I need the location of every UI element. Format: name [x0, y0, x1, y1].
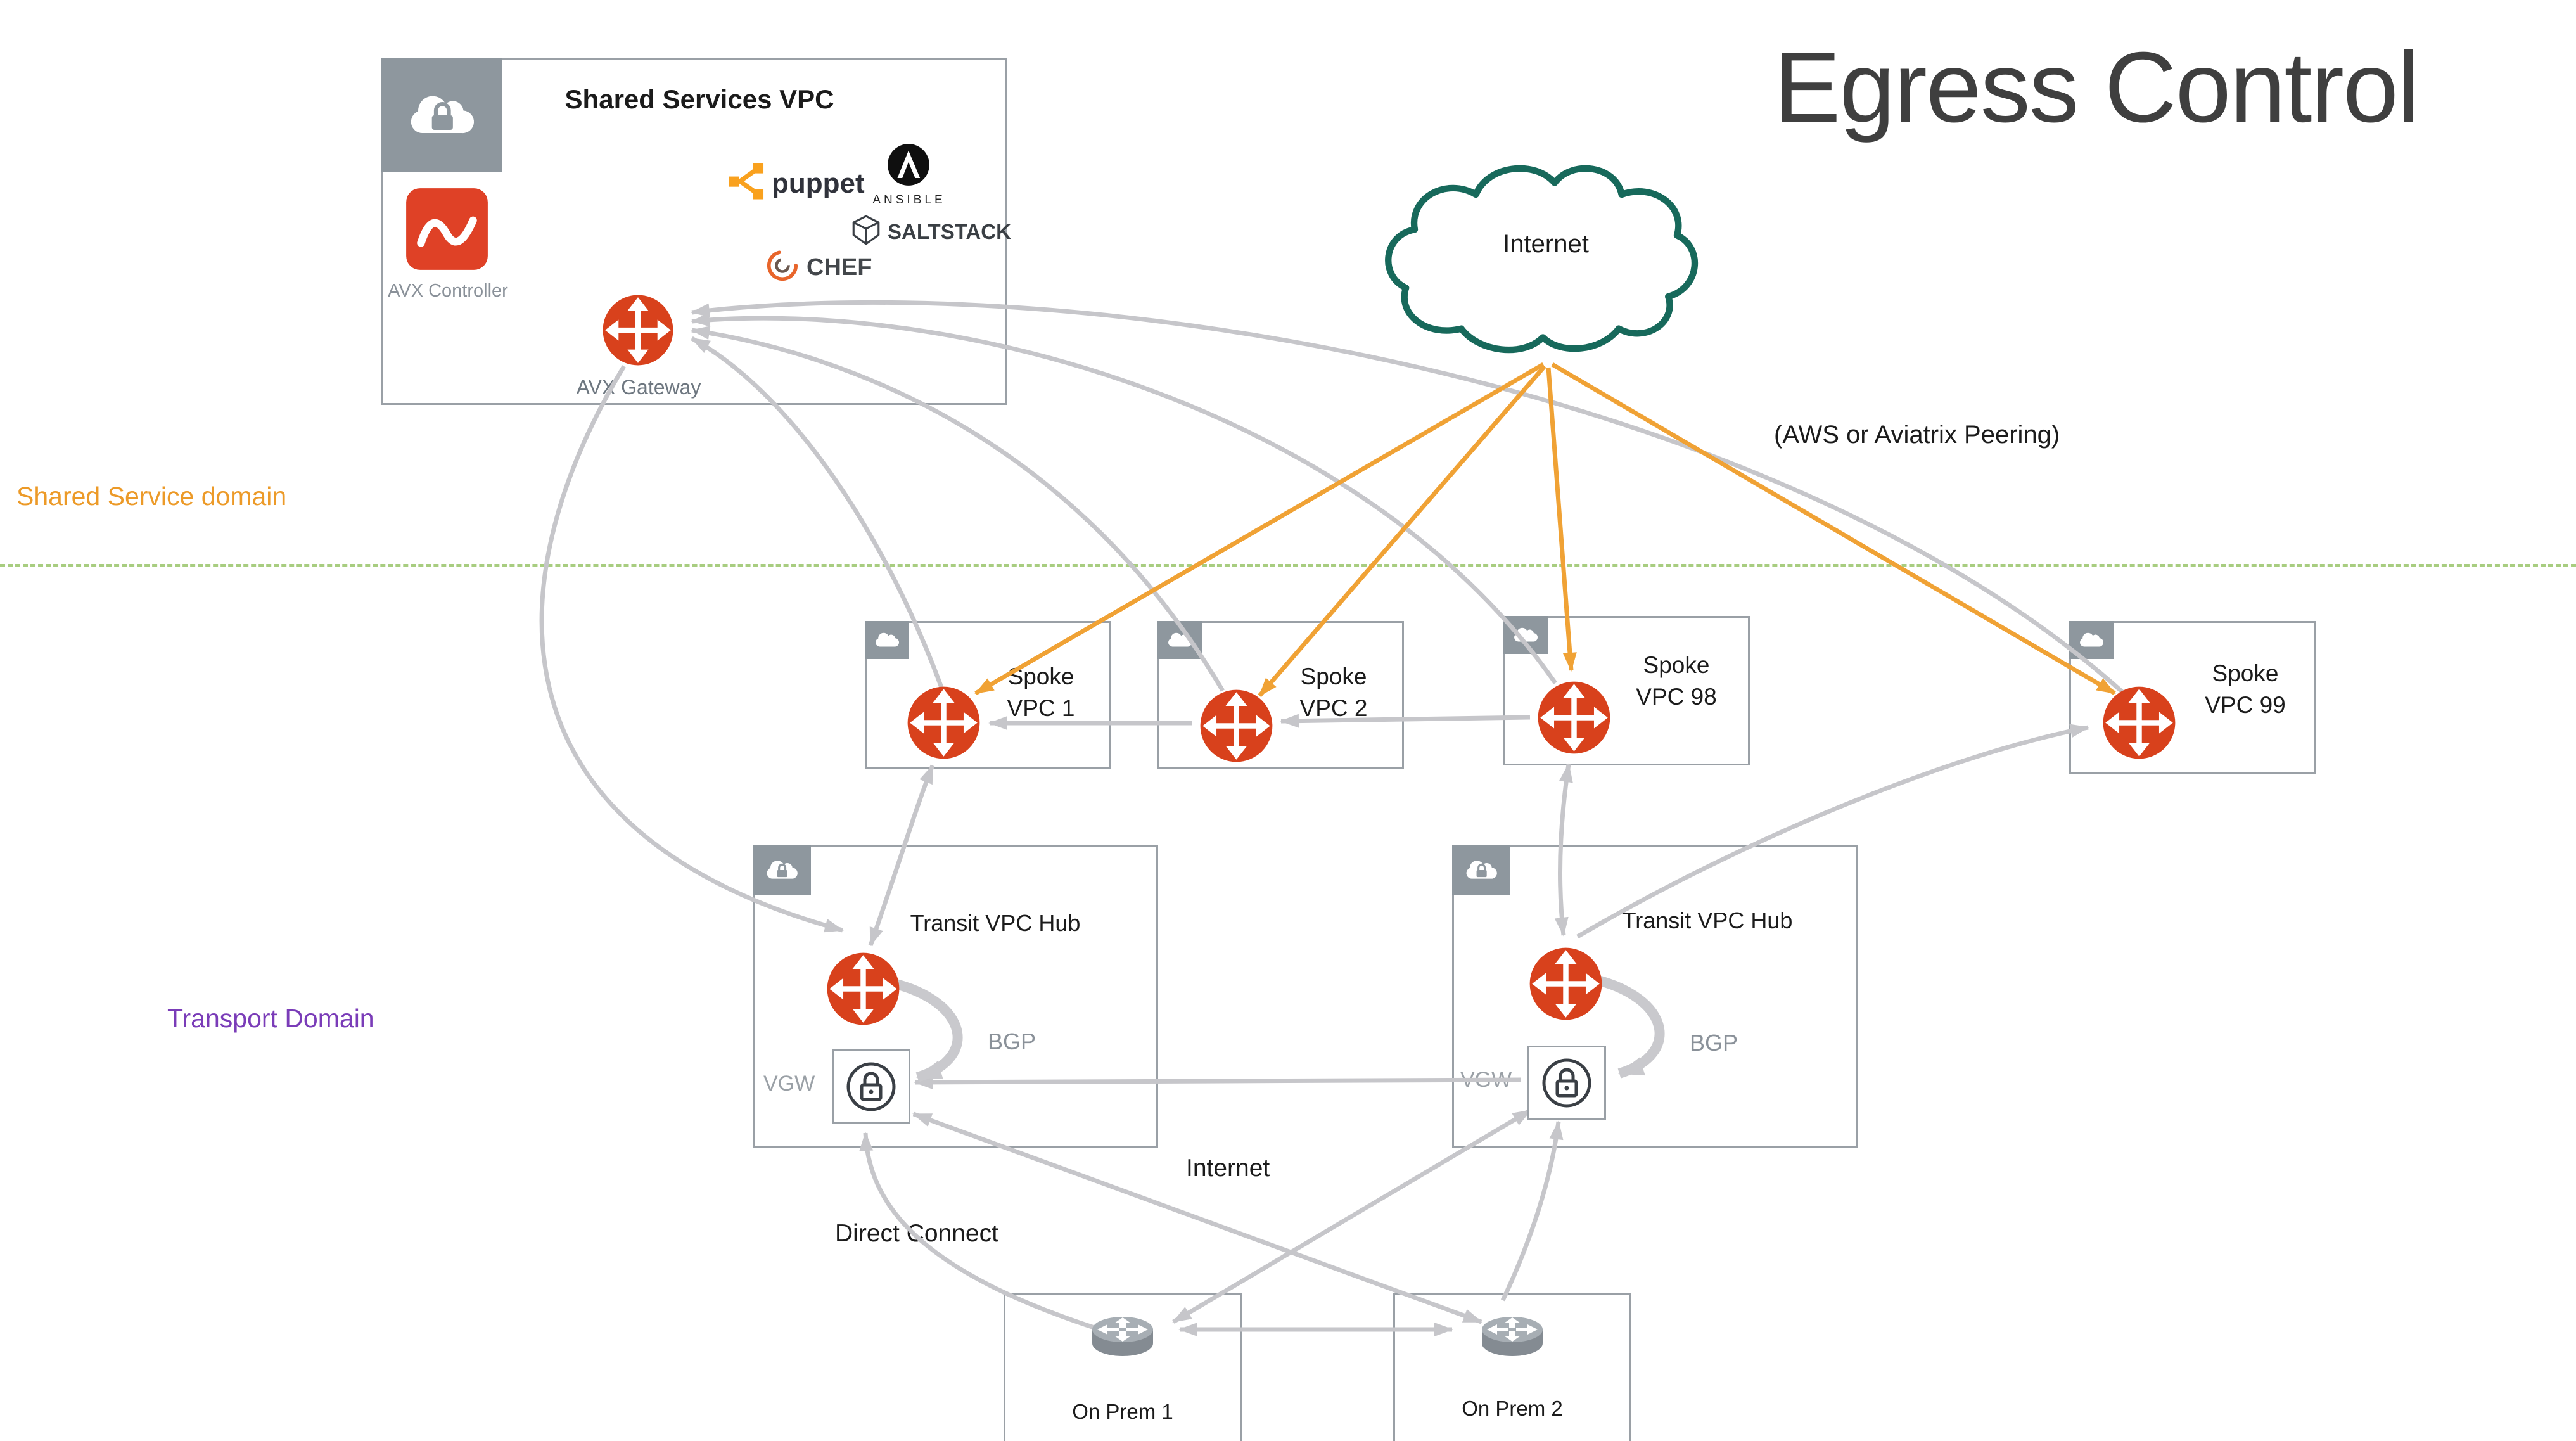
avx-controller-label: AVX Controller — [388, 281, 508, 301]
internet-cloud-label: Internet — [1503, 230, 1589, 258]
transit-hub-title: Transit VPC Hub — [910, 910, 1081, 936]
spoke-vpc-2-box: Spoke VPC 2 — [1157, 621, 1404, 769]
on-prem-1-label: On Prem 1 — [1072, 1400, 1173, 1423]
vpc-cloud-badge — [2069, 621, 2114, 659]
transit-vpc-hub-left-box: Transit VPC Hub BGP VGW — [753, 845, 1158, 1148]
on-prem-2-box: On Prem 2 — [1393, 1293, 1631, 1441]
spoke-vpc-99-label: Spoke VPC 99 — [2205, 660, 2286, 718]
spoke-vpc-98-label: Spoke VPC 98 — [1636, 652, 1717, 710]
vpc-cloud-badge — [1452, 845, 1510, 895]
puppet-logo-label: puppet — [772, 168, 865, 199]
gateway-icon — [905, 684, 982, 761]
vpc-cloud-badge — [753, 845, 811, 895]
cloud-lock-icon — [1462, 854, 1501, 886]
avx-gateway-label: AVX Gateway — [576, 376, 701, 399]
direct-connect-label: Direct Connect — [835, 1220, 998, 1247]
spoke-vpc-1-label: Spoke VPC 1 — [1007, 663, 1075, 721]
internet-link-label: Internet — [1186, 1155, 1270, 1182]
vpc-cloud-badge — [1157, 621, 1202, 659]
vgw-box — [832, 1049, 910, 1124]
peering-note: (AWS or Aviatrix Peering) — [1774, 421, 2060, 449]
avx-gateway-icon — [601, 293, 675, 368]
chef-logo-label: CHEF — [807, 254, 872, 281]
domain-divider — [0, 564, 2576, 567]
spoke-vpc-1-box: Spoke VPC 1 — [865, 621, 1111, 769]
vgw-lock-icon — [1535, 1051, 1598, 1115]
shared-services-vpc-box: Shared Services VPC AVX Controller AVX G… — [381, 58, 1011, 405]
puppet-logo-icon — [727, 162, 767, 201]
page-title: Egress Control — [1774, 32, 2420, 143]
vpc-cloud-badge — [381, 58, 502, 172]
gateway-icon — [2101, 684, 2177, 761]
on-prem-2-label: On Prem 2 — [1462, 1397, 1563, 1420]
transport-domain-label: Transport Domain — [167, 1004, 374, 1033]
cloud-icon — [1164, 628, 1195, 652]
vpc-cloud-badge — [865, 621, 909, 659]
ansible-logo-label: ANSIBLE — [872, 193, 946, 207]
router-icon — [1474, 1304, 1550, 1365]
cloud-lock-icon — [401, 83, 482, 148]
spoke-vpc-99-box: Spoke VPC 99 — [2069, 621, 2316, 774]
arrow-onprem2-to-right-vgw — [1500, 1120, 1564, 1302]
vgw-lock-icon — [839, 1055, 903, 1118]
gateway-icon — [1198, 688, 1275, 764]
cloud-icon — [872, 628, 902, 652]
gateway-icon — [1536, 679, 1612, 756]
on-prem-1-box: On Prem 1 — [1004, 1293, 1242, 1441]
router-icon — [1085, 1304, 1161, 1365]
internet-cloud: Internet — [1368, 151, 1723, 369]
internet-cloud-icon — [1368, 151, 1723, 369]
vgw-box — [1527, 1046, 1606, 1120]
shared-services-vpc-title: Shared Services VPC — [564, 84, 834, 114]
saltstack-logo-icon — [850, 214, 883, 247]
bgp-label: BGP — [988, 1028, 1036, 1054]
cloud-icon — [2076, 628, 2107, 652]
cloud-icon — [1510, 623, 1541, 647]
chef-logo-icon — [765, 248, 800, 283]
transit-hub-title: Transit VPC Hub — [1622, 907, 1793, 933]
spoke-vpc-2-label: Spoke VPC 2 — [1299, 663, 1368, 721]
vpc-cloud-badge — [1503, 616, 1548, 654]
gateway-icon — [1527, 945, 1604, 1022]
transit-vpc-hub-right-box: Transit VPC Hub BGP VGW — [1452, 845, 1858, 1148]
vgw-label: VGW — [1460, 1068, 1512, 1092]
avx-controller-icon — [404, 186, 490, 272]
bgp-label: BGP — [1690, 1030, 1738, 1056]
gateway-icon — [825, 951, 902, 1027]
ansible-logo-icon — [886, 143, 931, 187]
saltstack-logo-label: SALTSTACK — [888, 220, 1011, 243]
cloud-lock-icon — [762, 854, 801, 886]
spoke-vpc-98-box: Spoke VPC 98 — [1503, 616, 1750, 765]
vgw-label: VGW — [763, 1072, 815, 1096]
shared-service-domain-label: Shared Service domain — [16, 482, 287, 511]
